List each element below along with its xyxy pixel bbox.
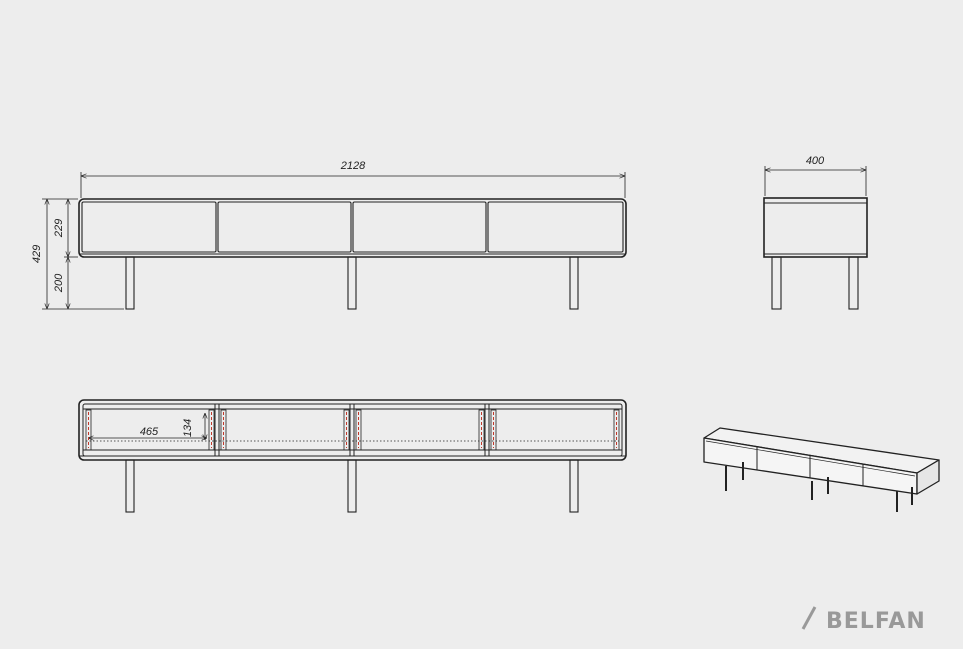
length-dimension: 2128 <box>340 160 366 172</box>
brand-logo: BELFAN <box>801 606 926 634</box>
hinges <box>88 412 617 448</box>
body-height-dimension: 229 <box>53 219 65 238</box>
isometric-view <box>703 427 940 512</box>
side-view <box>763 166 868 310</box>
total-height-dimension: 429 <box>31 245 43 263</box>
inner-height-dimension: 134 <box>182 419 194 437</box>
slash-icon <box>801 606 817 630</box>
brand-name: BELFAN <box>826 609 926 634</box>
inner-width-dimension: 465 <box>140 426 159 438</box>
depth-dimension: 400 <box>806 155 825 167</box>
front-view <box>42 172 627 310</box>
leg-height-dimension: 200 <box>53 273 65 293</box>
interior-view <box>78 399 627 513</box>
